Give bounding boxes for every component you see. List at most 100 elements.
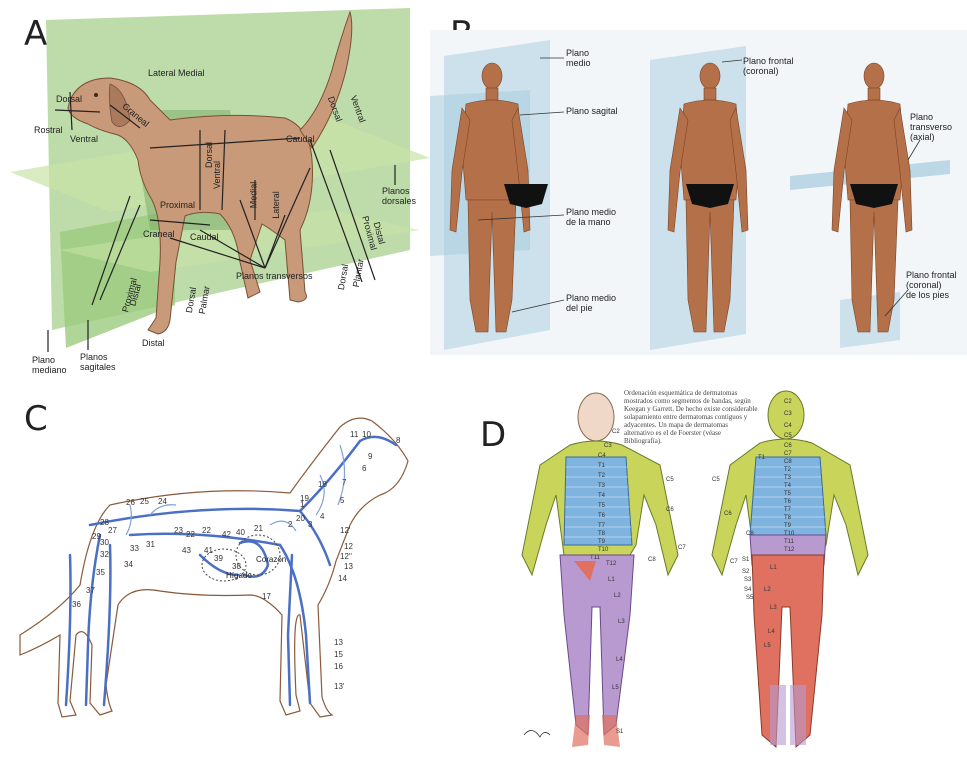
panel-d-dermatome-map: D Ordenación esquemática de dermatomas m… — [440, 385, 967, 766]
label-plano-mediano: Plano mediano — [32, 355, 67, 375]
label-lateral: Lateral — [148, 68, 176, 78]
svg-text:16: 16 — [334, 662, 343, 671]
svg-text:T10: T10 — [598, 547, 609, 553]
label-medial-mid: Medial — [248, 182, 258, 209]
svg-text:L2: L2 — [764, 587, 771, 593]
svg-text:T8: T8 — [598, 531, 606, 537]
svg-text:T8: T8 — [784, 515, 792, 521]
svg-text:34: 34 — [124, 560, 133, 569]
svg-text:31: 31 — [146, 540, 155, 549]
svg-text:C8: C8 — [784, 459, 792, 465]
svg-text:21: 21 — [254, 524, 263, 533]
svg-text:T3: T3 — [598, 483, 606, 489]
artist-signature — [524, 730, 550, 737]
label-corazon: Corazón — [256, 555, 286, 565]
svg-text:T6: T6 — [784, 499, 792, 505]
panel-a-dog-anatomical-planes: A — [0, 0, 440, 385]
svg-text:S4: S4 — [744, 587, 752, 593]
svg-text:5: 5 — [340, 496, 345, 505]
label-craneal-leg: Craneal — [143, 229, 175, 239]
svg-text:C7: C7 — [730, 559, 738, 565]
label-ventral-head: Ventral — [70, 134, 98, 144]
svg-text:C6: C6 — [666, 507, 674, 513]
svg-text:C3: C3 — [784, 411, 792, 417]
svg-text:6: 6 — [362, 464, 367, 473]
svg-text:T1: T1 — [758, 455, 766, 461]
panel-b-human-anatomical-planes: B — [430, 0, 967, 385]
label-medial: Medial — [178, 68, 205, 78]
svg-text:S5: S5 — [746, 595, 754, 601]
svg-text:26: 26 — [126, 498, 135, 507]
svg-text:25: 25 — [140, 497, 149, 506]
svg-text:T6: T6 — [598, 513, 606, 519]
svg-text:36: 36 — [72, 600, 81, 609]
label-ventral-body: Ventral — [212, 161, 222, 189]
svg-text:C7: C7 — [678, 545, 686, 551]
label-plano-medio-mano: Plano medio de la mano — [566, 207, 616, 227]
svg-text:1: 1 — [300, 500, 305, 509]
svg-text:C2: C2 — [784, 399, 792, 405]
svg-text:15: 15 — [334, 650, 343, 659]
svg-text:10: 10 — [362, 430, 371, 439]
svg-text:7: 7 — [342, 478, 347, 487]
label-planos-transversos: Planos transversos — [236, 271, 313, 281]
svg-text:2: 2 — [288, 520, 293, 529]
svg-text:T9: T9 — [784, 523, 792, 529]
label-caudal: Caudal — [286, 134, 315, 144]
label-distal-bottom: Distal — [142, 338, 165, 348]
svg-text:9: 9 — [368, 452, 373, 461]
svg-text:T12: T12 — [606, 561, 617, 567]
svg-text:L2: L2 — [614, 593, 621, 599]
svg-text:22: 22 — [202, 526, 211, 535]
svg-text:12: 12 — [344, 542, 353, 551]
label-plano-medio-pie: Plano medio del pie — [566, 293, 616, 313]
svg-text:T4: T4 — [784, 483, 792, 489]
svg-text:C8: C8 — [746, 531, 754, 537]
svg-text:C5: C5 — [784, 433, 792, 439]
label-plano-frontal: Plano frontal (coronal) — [743, 56, 794, 76]
svg-text:11: 11 — [350, 430, 359, 439]
svg-text:T7: T7 — [598, 523, 606, 529]
label-rostral: Rostral — [34, 125, 63, 135]
svg-text:43: 43 — [182, 546, 191, 555]
svg-text:C5: C5 — [712, 477, 720, 483]
svg-text:32: 32 — [100, 550, 109, 559]
svg-text:38: 38 — [232, 562, 241, 571]
svg-text:4: 4 — [320, 512, 325, 521]
svg-text:3: 3 — [308, 520, 313, 529]
svg-text:S2: S2 — [742, 569, 750, 575]
dog-eye — [94, 93, 98, 97]
svg-text:T12: T12 — [784, 547, 795, 553]
label-dorsal-head: Dorsal — [56, 94, 82, 104]
svg-text:27: 27 — [108, 526, 117, 535]
svg-text:S1: S1 — [742, 557, 750, 563]
svg-text:L4: L4 — [768, 629, 775, 635]
svg-text:L4: L4 — [616, 657, 623, 663]
svg-text:S3: S3 — [744, 577, 752, 583]
svg-text:T3: T3 — [784, 475, 792, 481]
svg-text:20: 20 — [296, 514, 305, 523]
label-plano-medio: Plano medio — [566, 48, 591, 68]
svg-text:13': 13' — [334, 682, 345, 691]
svg-text:C6: C6 — [724, 511, 732, 517]
svg-text:L1: L1 — [770, 565, 777, 571]
svg-text:C4: C4 — [784, 423, 792, 429]
svg-text:24: 24 — [158, 497, 167, 506]
svg-text:23: 23 — [174, 526, 183, 535]
svg-text:13: 13 — [344, 562, 353, 571]
label-higado: Hígado — [226, 571, 252, 581]
svg-text:L5: L5 — [612, 685, 619, 691]
svg-text:17: 17 — [262, 592, 271, 601]
svg-text:30: 30 — [100, 538, 109, 547]
svg-text:22: 22 — [186, 530, 195, 539]
label-planos-sagitales: Planos sagitales — [80, 352, 116, 372]
svg-text:12'': 12'' — [340, 552, 352, 561]
label-planos-dorsales: Planos dorsales — [382, 186, 416, 206]
svg-text:S1: S1 — [616, 729, 624, 735]
svg-text:12': 12' — [340, 526, 351, 535]
svg-text:C5: C5 — [666, 477, 674, 483]
human-planes-figure — [430, 0, 967, 385]
